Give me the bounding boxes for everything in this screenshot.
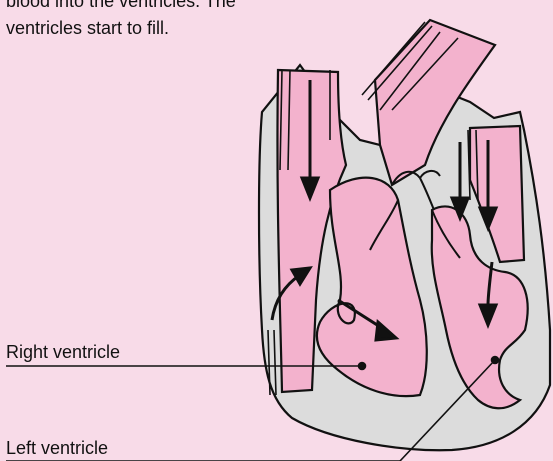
- leader-dot-right-ventricle: [359, 363, 366, 370]
- label-right-ventricle: Right ventricle: [6, 341, 120, 363]
- label-left-ventricle: Left ventricle: [6, 437, 108, 459]
- leader-dot-left-ventricle: [492, 357, 499, 364]
